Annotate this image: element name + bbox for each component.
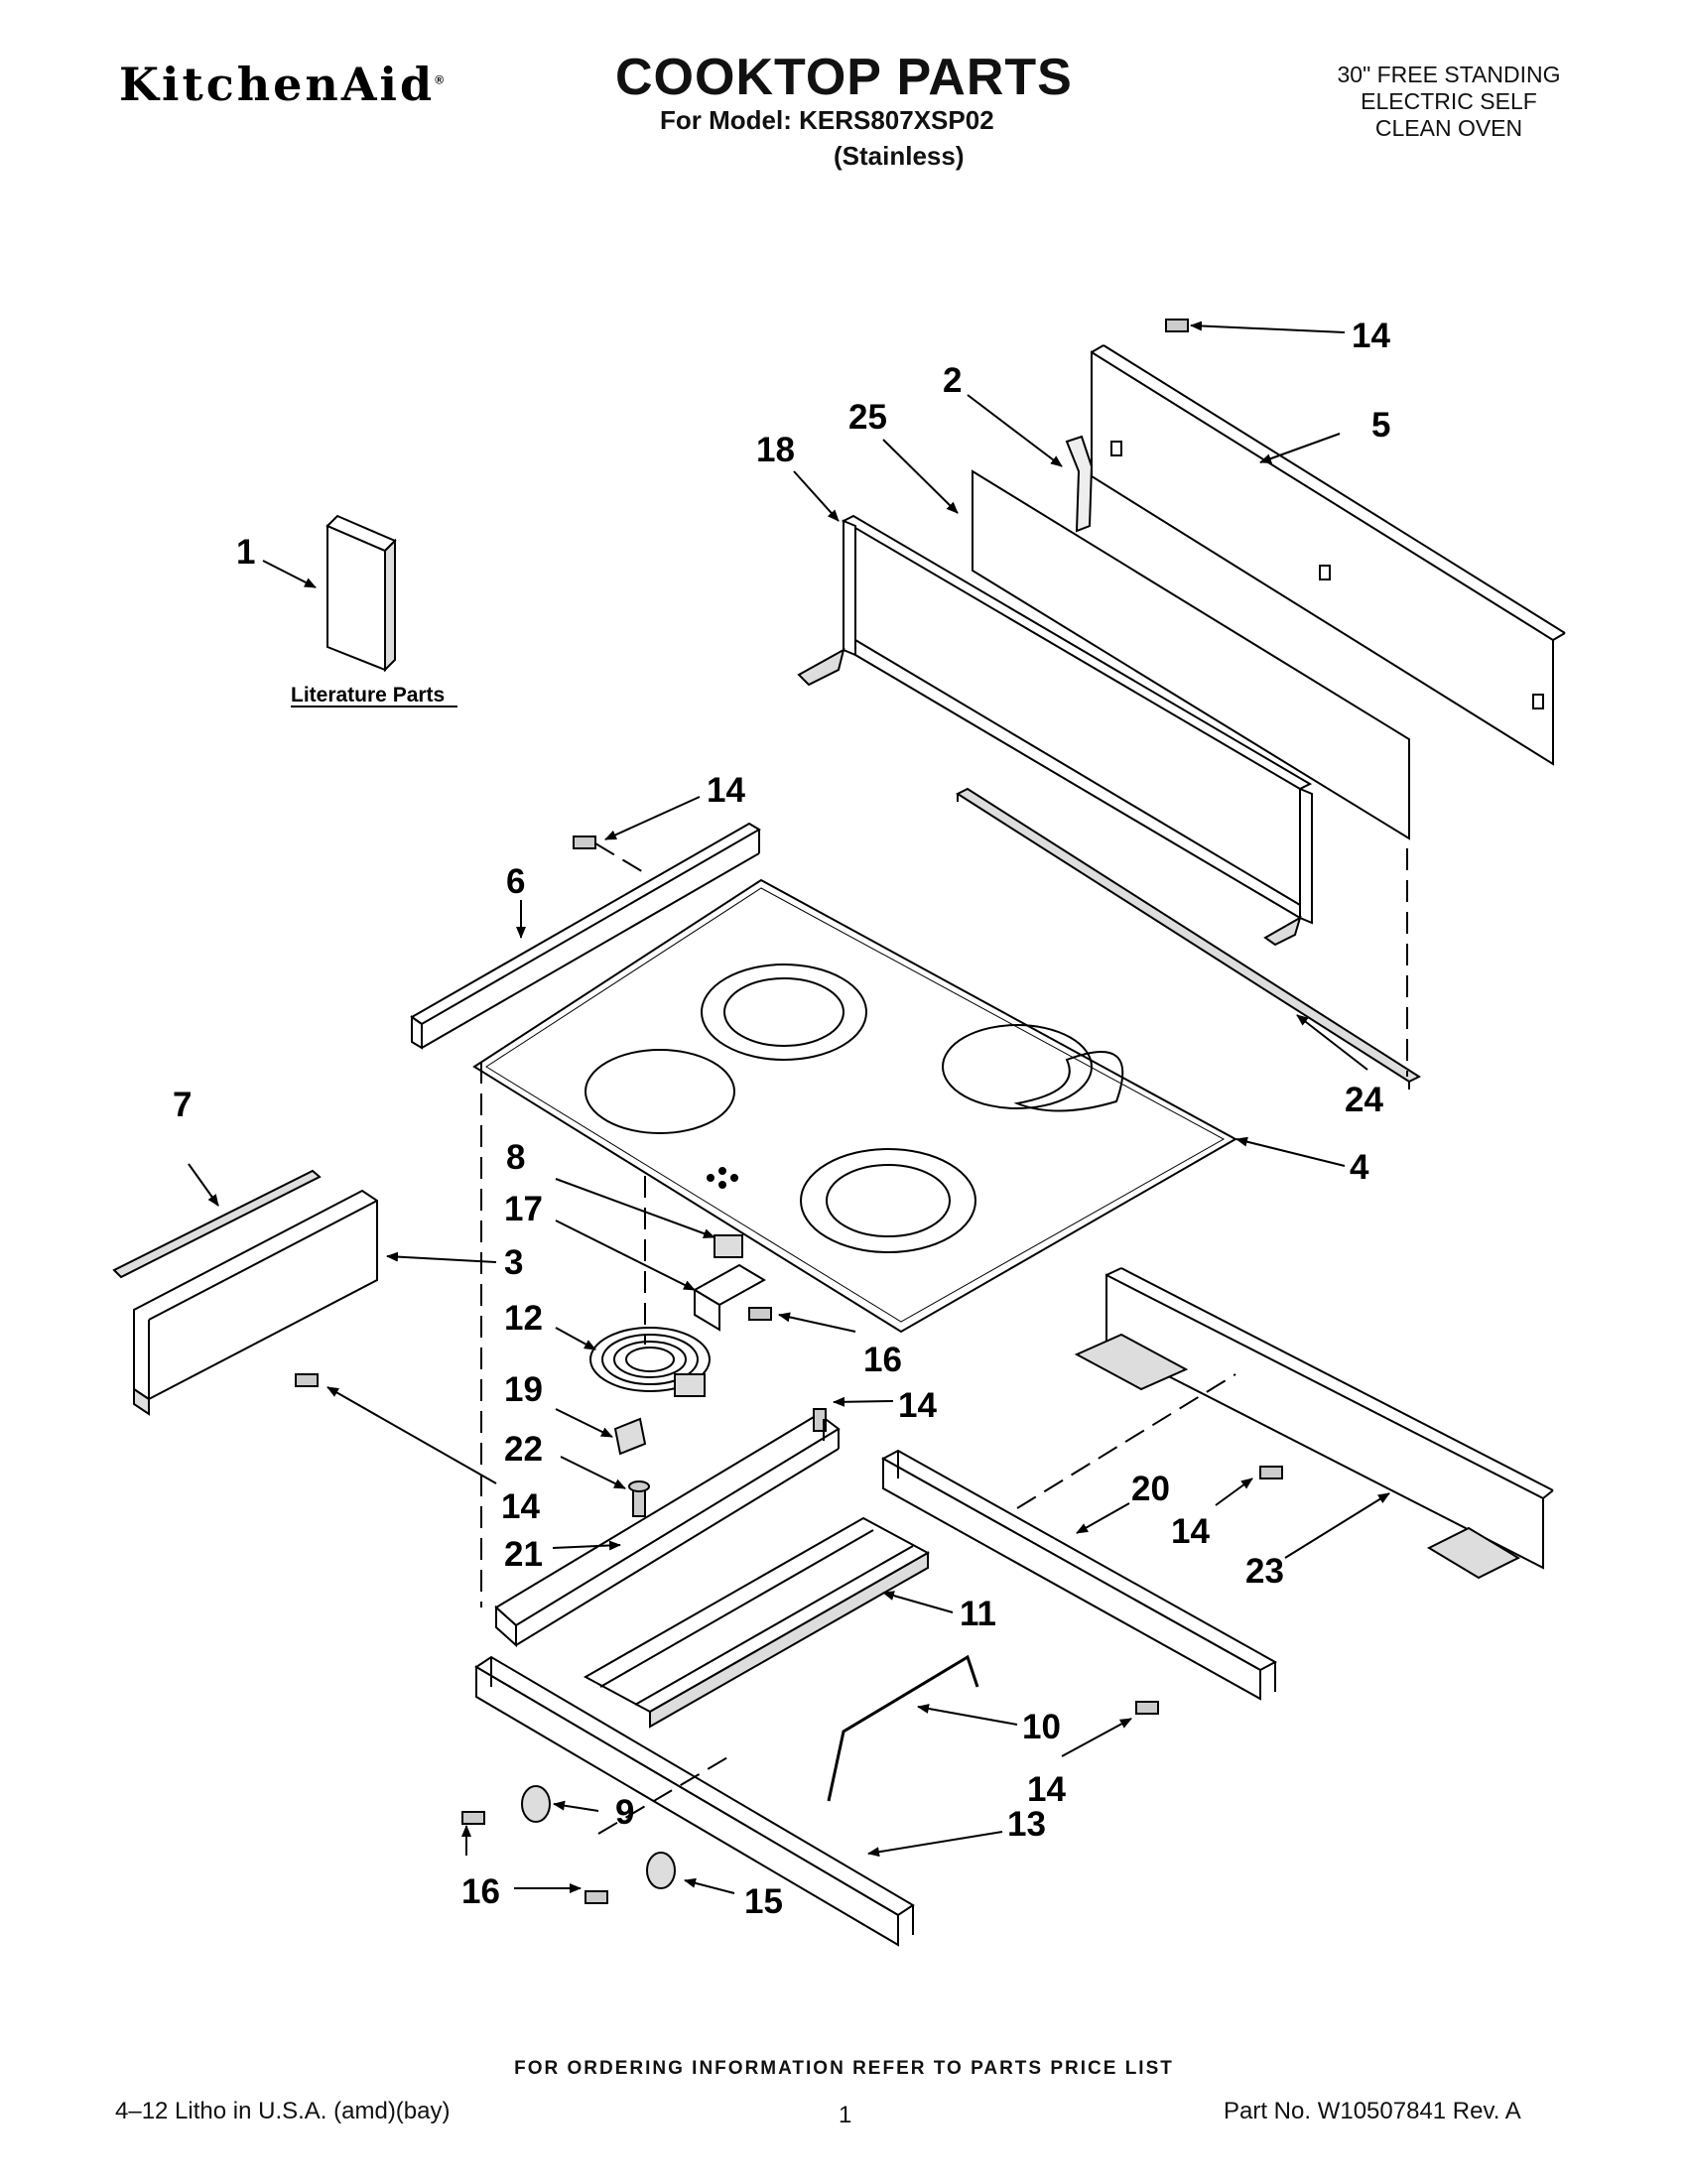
callout-2: 2 — [943, 361, 962, 400]
surface-element — [589, 1327, 711, 1397]
rear-panel — [1091, 344, 1566, 766]
callout-3: 3 — [504, 1243, 523, 1282]
callout-21: 21 — [504, 1535, 543, 1574]
ordering-info: FOR ORDERING INFORMATION REFER TO PARTS … — [514, 2058, 1174, 2079]
model-line: For Model: KERS807XSP02 — [660, 105, 994, 135]
glass-panel — [972, 469, 1410, 840]
callout-13: 13 — [1007, 1805, 1046, 1844]
callout-16-b: 16 — [461, 1872, 500, 1911]
callout-25: 25 — [848, 398, 887, 437]
litho-info: 4–12 Litho in U.S.A. (amd)(bay) — [115, 2098, 451, 2124]
literature-parts-label: Literature Parts — [291, 684, 445, 707]
callout-20: 20 — [1131, 1470, 1170, 1508]
literature-booklet — [325, 514, 397, 673]
strip — [112, 1169, 322, 1279]
product-description: 30" FREE STANDING ELECTRIC SELF CLEAN OV… — [1290, 62, 1608, 142]
description-line: ELECTRIC SELF — [1361, 88, 1537, 114]
channel-11 — [583, 1516, 931, 1729]
callout-22: 22 — [504, 1430, 543, 1469]
callout-4: 4 — [1350, 1148, 1369, 1187]
trim-strip — [955, 787, 1422, 1090]
description-line: CLEAN OVEN — [1374, 115, 1523, 141]
screws — [295, 319, 1283, 1904]
callout-23: 23 — [1245, 1552, 1284, 1591]
callout-14-a: 14 — [1352, 317, 1390, 355]
valve-15 — [646, 1852, 676, 1889]
callout-14-b: 14 — [707, 771, 745, 810]
callout-7: 7 — [173, 1086, 192, 1124]
callout-12: 12 — [504, 1299, 543, 1338]
callout-11: 11 — [960, 1595, 996, 1633]
clip — [613, 1417, 647, 1456]
callout-14-d: 14 — [501, 1487, 540, 1526]
cooktop-glass — [472, 878, 1238, 1334]
rear-bracket — [1074, 1267, 1554, 1580]
callout-17: 17 — [504, 1190, 543, 1228]
callout-14-g: 14 — [1027, 1770, 1066, 1809]
callout-8: 8 — [506, 1138, 525, 1177]
rail-20 — [880, 1449, 1278, 1701]
callout-14-e: 14 — [1171, 1512, 1210, 1551]
callout-6: 6 — [506, 862, 525, 901]
callout-labels: 1 2 3 4 5 6 7 8 9 10 11 12 13 14 14 14 1… — [173, 317, 1390, 1921]
callout-9: 9 — [615, 1793, 634, 1832]
callout-14-c: 14 — [898, 1386, 937, 1425]
callout-18: 18 — [756, 431, 795, 469]
description-line: 30" FREE STANDING — [1337, 62, 1561, 87]
front-manifold — [474, 1655, 915, 1947]
left-bracket-assembly — [133, 1189, 378, 1416]
callout-5: 5 — [1371, 406, 1390, 445]
switch-bracket — [693, 1263, 766, 1332]
part-number: Part No. W10507841 Rev. A — [1224, 2098, 1521, 2124]
brand-logo: KitchenAid® — [119, 58, 444, 111]
brand-name: KitchenAid — [119, 58, 436, 111]
screw-22 — [628, 1480, 650, 1517]
variant-line: (Stainless) — [834, 141, 965, 171]
page-title: COOKTOP PARTS — [615, 49, 1073, 106]
callout-24: 24 — [1345, 1081, 1383, 1119]
side-rail — [410, 822, 761, 1050]
callout-16-a: 16 — [863, 1341, 902, 1379]
callout-1: 1 — [236, 533, 255, 572]
valve-9 — [521, 1785, 551, 1823]
bracket — [1065, 435, 1094, 533]
callout-15: 15 — [744, 1882, 783, 1921]
callout-10: 10 — [1022, 1708, 1061, 1746]
switch — [714, 1234, 743, 1258]
page-number: 1 — [839, 2102, 852, 2128]
callout-19: 19 — [504, 1370, 543, 1409]
rail-21 — [494, 1412, 841, 1648]
backguard-frame — [797, 514, 1313, 947]
brand-registered-mark: ® — [435, 72, 445, 87]
wire — [827, 1654, 979, 1802]
